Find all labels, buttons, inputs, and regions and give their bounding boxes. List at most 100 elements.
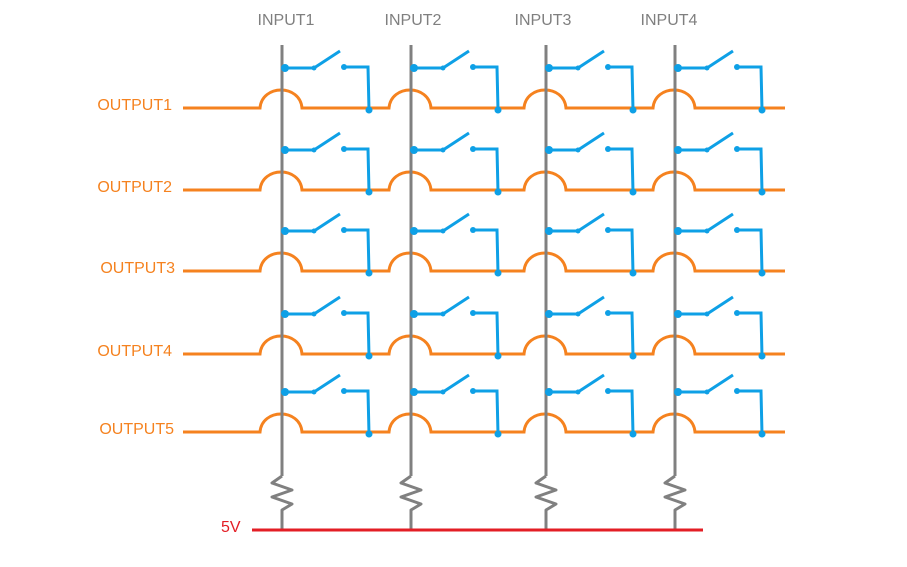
pull-down-resistor [399, 474, 423, 530]
switch-terminal [341, 227, 347, 233]
switch-contact [414, 373, 470, 394]
switch-lead [608, 389, 635, 435]
switch-node [281, 64, 289, 72]
switch-contact [678, 295, 734, 316]
output-line-2 [183, 170, 785, 192]
diode-junction [494, 430, 502, 438]
diode-junction [365, 269, 373, 277]
diode-junction [365, 430, 373, 438]
switch-pivot [311, 65, 317, 71]
switch-lead [737, 389, 764, 435]
diode-junction [758, 352, 766, 360]
switch-terminal [734, 310, 740, 316]
switch-contact [414, 295, 470, 316]
switch-contact [285, 212, 341, 233]
switch-pivot [575, 65, 581, 71]
switch-contact [549, 131, 605, 152]
switch-node [674, 227, 682, 235]
input-label-3: INPUT3 [514, 12, 572, 29]
switch-node [281, 146, 289, 154]
switch-pivot [311, 147, 317, 153]
pull-down-resistor [270, 474, 294, 530]
switch-contact [549, 212, 605, 233]
switch-terminal [605, 146, 611, 152]
switch-contact [285, 131, 341, 152]
switch-node [410, 146, 418, 154]
diode-junction [494, 269, 502, 277]
output-label-5: OUTPUT5 [99, 421, 174, 438]
switch-contact [549, 295, 605, 316]
input-label-2: INPUT2 [384, 12, 442, 29]
switch-lead [608, 147, 635, 193]
switch-lead [344, 228, 371, 274]
switch-lead [344, 311, 371, 357]
switch-node [281, 310, 289, 318]
switch-pivot [704, 65, 710, 71]
switch-node [545, 388, 553, 396]
diode-junction [758, 269, 766, 277]
switch-terminal [470, 64, 476, 70]
switch-contact [414, 131, 470, 152]
switch-contact [285, 49, 341, 70]
switch-node [545, 146, 553, 154]
switch-terminal [470, 388, 476, 394]
switch-pivot [704, 311, 710, 317]
switch-pivot [575, 228, 581, 234]
switch-pivot [575, 389, 581, 395]
switch-contact [678, 131, 734, 152]
switch-node [674, 146, 682, 154]
switch-node [410, 227, 418, 235]
switch-pivot [704, 389, 710, 395]
switch-terminal [734, 146, 740, 152]
pull-down-resistor [663, 474, 687, 530]
diode-junction [494, 188, 502, 196]
input-label-4: INPUT4 [640, 12, 698, 29]
switch-contact [678, 373, 734, 394]
switch-terminal [605, 310, 611, 316]
switch-terminal [734, 227, 740, 233]
diode-junction [629, 106, 637, 114]
switch-pivot [704, 147, 710, 153]
switch-lead [473, 147, 500, 193]
switch-lead [473, 311, 500, 357]
switch-terminal [341, 64, 347, 70]
switch-pivot [440, 228, 446, 234]
switch-contact [549, 373, 605, 394]
output-label-3: OUTPUT3 [100, 260, 175, 277]
diode-junction [365, 188, 373, 196]
switch-lead [608, 311, 635, 357]
output-line-4 [183, 334, 785, 356]
switch-pivot [704, 228, 710, 234]
switch-pivot [311, 311, 317, 317]
switch-terminal [605, 64, 611, 70]
switch-node [545, 310, 553, 318]
switch-pivot [440, 389, 446, 395]
diode-junction [365, 352, 373, 360]
switch-lead [608, 65, 635, 111]
switch-terminal [470, 146, 476, 152]
switch-terminal [341, 310, 347, 316]
switch-terminal [341, 146, 347, 152]
switch-lead [473, 228, 500, 274]
switch-node [410, 310, 418, 318]
switch-lead [737, 311, 764, 357]
switch-pivot [440, 147, 446, 153]
switch-lead [344, 147, 371, 193]
diode-junction [629, 430, 637, 438]
switch-pivot [440, 65, 446, 71]
output-line-3 [183, 251, 785, 273]
supply-label: 5V [221, 519, 241, 536]
output-label-4: OUTPUT4 [97, 343, 172, 360]
output-line-1 [183, 88, 785, 110]
switch-node [410, 388, 418, 396]
diode-junction [758, 188, 766, 196]
switch-node [674, 310, 682, 318]
switch-contact [285, 373, 341, 394]
diode-junction [629, 269, 637, 277]
diode-junction [494, 352, 502, 360]
switch-lead [473, 389, 500, 435]
switch-terminal [470, 227, 476, 233]
switch-terminal [734, 388, 740, 394]
switch-terminal [605, 227, 611, 233]
